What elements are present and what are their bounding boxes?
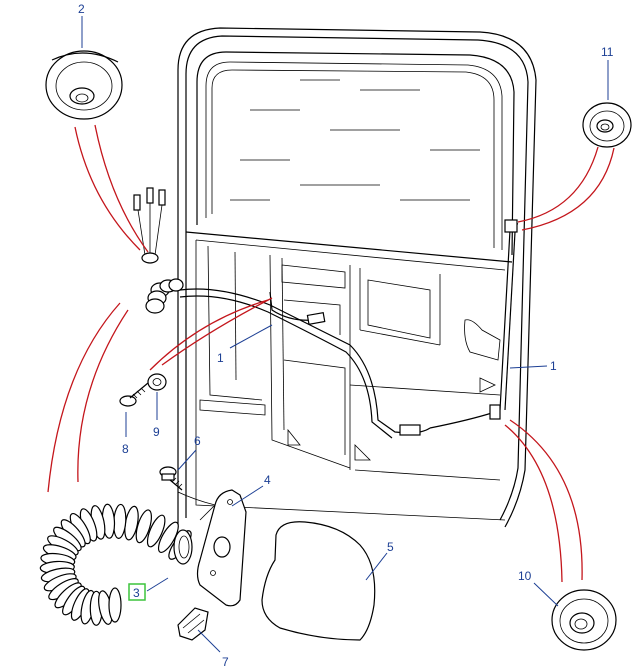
sleeve-end-inner: [178, 535, 190, 559]
sleeve-rib: [146, 514, 166, 548]
grommet-small: [582, 102, 632, 148]
callout-2: 2: [78, 2, 85, 16]
wire-indicators: [47, 124, 615, 583]
grommet-large: [45, 50, 123, 120]
callout-leaders: [81, 16, 609, 653]
sleeve-rib: [135, 509, 152, 544]
callout-9: 9: [153, 425, 160, 439]
callout-7: 7: [222, 655, 229, 667]
cover-sheet: [261, 521, 376, 641]
callout-6: 6: [194, 434, 201, 448]
callout-3-highlight: [128, 583, 146, 601]
sleeve-rib: [108, 587, 122, 623]
screw-8: [119, 382, 149, 407]
washer-9: [147, 373, 167, 391]
callout-11: 11: [601, 45, 614, 59]
callout-10: 10: [518, 569, 532, 583]
callout-3: 3: [133, 586, 140, 600]
callout-5: 5: [387, 540, 394, 554]
callout-8: 8: [122, 442, 129, 456]
convoluted-sleeve: [39, 503, 193, 626]
sleeve-rib: [157, 521, 179, 553]
callout-1-right: 1: [550, 359, 557, 373]
callout-numbers: 2 11 1 1 8 9 6 4 5 3 7 10: [78, 2, 614, 667]
callout-4: 4: [264, 473, 271, 487]
wiring-harness: [133, 187, 519, 439]
callout-1-left: 1: [217, 351, 224, 365]
grommet-bottom: [551, 589, 617, 651]
screw-6: [159, 466, 183, 491]
bracket: [177, 489, 247, 607]
harness-sleeve: [145, 278, 184, 314]
door-panel: [177, 27, 537, 528]
